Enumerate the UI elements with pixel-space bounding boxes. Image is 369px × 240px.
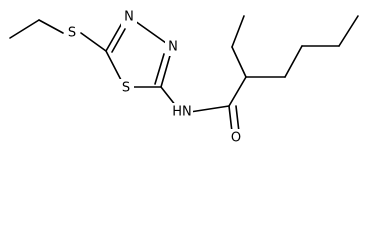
atom-label-hn: HN — [172, 105, 192, 120]
bond-ethyl-terminal — [9, 19, 40, 39]
atom-label-s-ring: S — [122, 81, 130, 96]
bond-s-ring-carbon — [80, 32, 107, 52]
bond-butyl-c1-c2 — [284, 45, 303, 78]
bond-s1-c5 — [105, 50, 122, 81]
atom-label-n-upper: N — [124, 10, 134, 25]
bond-c5-n4-double-inner — [111, 28, 126, 53]
atom-label-o: O — [231, 131, 241, 146]
bond-n3-c2-double-inner — [154, 53, 165, 85]
bond-butyl-c3-c4 — [338, 15, 359, 47]
bond-n4-n3 — [134, 20, 167, 44]
molecule-structure: S N N S HN O — [9, 8, 359, 147]
bond-c5-n4-double-outer — [105, 22, 123, 52]
bond-co-double-a — [228, 105, 233, 133]
bond-c2-nh — [160, 86, 177, 107]
atom-label-s-thioether: S — [68, 26, 76, 41]
bond-ethyl-ch2 — [38, 19, 64, 34]
bond-carbonyl-alpha — [228, 76, 247, 107]
bond-alpha-ethyl-ch2 — [231, 46, 247, 78]
atom-label-n-right: N — [168, 40, 178, 55]
bond-ethyl-ch3 — [231, 15, 245, 48]
bond-nh-carbonyl — [189, 105, 230, 113]
bond-co-double-b — [235, 105, 240, 133]
bond-n3-c2-double-outer — [160, 51, 172, 88]
